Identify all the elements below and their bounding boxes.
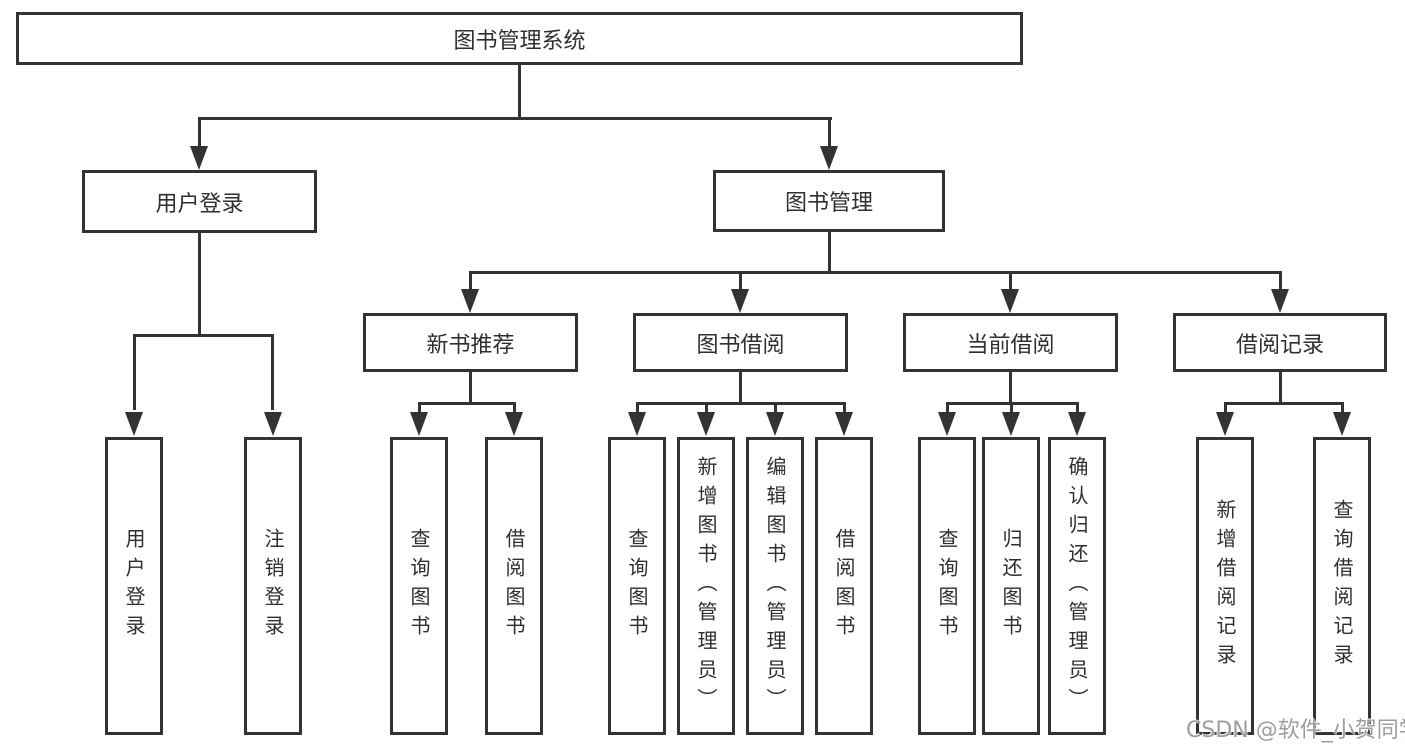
connector-vline (469, 271, 472, 291)
arrow-down-icon (410, 412, 428, 436)
arrow-down-icon (938, 412, 956, 436)
watermark-csdn: CSDN @软件_小贺同学 (1186, 718, 1405, 743)
node-user-login-label: 用户登录 (155, 191, 244, 217)
node-current-borrowing: 当前借阅 (903, 313, 1118, 372)
arrow-down-icon (1271, 289, 1289, 313)
connector-vline (828, 232, 831, 274)
arrow-down-icon (125, 412, 143, 436)
connector-vline (828, 117, 831, 149)
leaf-user-login-label: 用户登录 (122, 528, 146, 644)
connector-hline (1224, 402, 1344, 405)
node-borrow-records: 借阅记录 (1173, 313, 1387, 372)
arrow-down-icon (190, 146, 208, 170)
connector-vline (1010, 402, 1013, 414)
connector-vline (1279, 372, 1282, 405)
connector-vline (705, 402, 708, 414)
node-borrow-records-label: 借阅记录 (1235, 332, 1324, 358)
leaf-newbook-borrow-books: 借阅图书 (485, 437, 543, 735)
leaf-current-query-books: 查询图书 (918, 437, 976, 735)
node-user-login: 用户登录 (82, 170, 317, 233)
arrow-down-icon (1216, 412, 1234, 436)
leaf-borrowing-edit-books-admin: 编辑图书（管理员） (746, 437, 804, 735)
connector-vline (739, 271, 742, 291)
leaf-borrowing-borrow-books: 借阅图书 (815, 437, 873, 735)
arrow-down-icon (731, 289, 749, 313)
leaf-records-add-record-label: 新增借阅记录 (1213, 499, 1237, 673)
connector-vline (774, 402, 777, 414)
leaf-logout-label: 注销登录 (261, 528, 285, 644)
leaf-borrowing-query-books-label: 查询图书 (625, 528, 649, 644)
leaf-current-return-books: 归还图书 (982, 437, 1040, 735)
connector-vline (1009, 372, 1012, 405)
connector-vline (271, 334, 274, 410)
connector-vline (946, 402, 949, 414)
connector-vline (1009, 271, 1012, 291)
connector-hline (469, 271, 1282, 274)
connector-vline (513, 402, 516, 414)
node-library-system-label: 图书管理系统 (453, 28, 586, 54)
connector-vline (1224, 402, 1227, 414)
arrow-down-icon (766, 412, 784, 436)
node-book-management: 图书管理 (713, 170, 945, 232)
node-book-management-label: 图书管理 (784, 191, 873, 216)
arrow-down-icon (461, 289, 479, 313)
leaf-borrowing-add-books-admin-label: 新增图书（管理员） (694, 455, 718, 717)
connector-vline (133, 334, 136, 410)
leaf-current-query-books-label: 查询图书 (935, 528, 959, 644)
connector-vline (1076, 402, 1079, 414)
leaf-current-return-books-label: 归还图书 (999, 528, 1023, 644)
arrow-down-icon (1002, 412, 1020, 436)
connector-vline (1341, 402, 1344, 414)
arrow-down-icon (1001, 289, 1019, 313)
node-book-borrowing-label: 图书借阅 (696, 332, 785, 358)
leaf-newbook-query-books: 查询图书 (390, 437, 448, 735)
leaf-newbook-borrow-books-label: 借阅图书 (502, 528, 526, 644)
connector-hline (418, 402, 515, 405)
arrow-down-icon (1068, 412, 1086, 436)
connector-vline (518, 64, 521, 120)
node-new-book-recommend-label: 新书推荐 (426, 332, 515, 358)
connector-vline (418, 402, 421, 414)
connector-hline (133, 334, 274, 337)
leaf-newbook-query-books-label: 查询图书 (407, 528, 431, 644)
connector-hline (198, 117, 832, 120)
leaf-borrowing-add-books-admin: 新增图书（管理员） (677, 437, 735, 735)
node-new-book-recommend: 新书推荐 (363, 313, 578, 372)
connector-vline (198, 117, 201, 149)
connector-vline (469, 372, 472, 405)
leaf-borrowing-edit-books-admin-label: 编辑图书（管理员） (763, 455, 787, 717)
leaf-records-query-record: 查询借阅记录 (1313, 437, 1371, 735)
arrow-down-icon (264, 412, 282, 436)
arrow-down-icon (1333, 412, 1351, 436)
leaf-records-add-record: 新增借阅记录 (1196, 437, 1254, 735)
arrow-down-icon (835, 412, 853, 436)
connector-vline (843, 402, 846, 414)
leaf-borrowing-borrow-books-label: 借阅图书 (832, 528, 856, 644)
arrow-down-icon (697, 412, 715, 436)
connector-vline (636, 402, 639, 414)
arrow-down-icon (820, 146, 838, 170)
connector-vline (739, 372, 742, 405)
leaf-current-confirm-return-admin-label: 确认归还（管理员） (1065, 455, 1089, 717)
arrow-down-icon (628, 412, 646, 436)
leaf-user-login: 用户登录 (105, 437, 163, 735)
leaf-logout: 注销登录 (244, 437, 302, 735)
leaf-borrowing-query-books: 查询图书 (608, 437, 666, 735)
node-current-borrowing-label: 当前借阅 (966, 332, 1055, 358)
node-book-borrowing: 图书借阅 (633, 313, 848, 372)
connector-hline (636, 402, 846, 405)
connector-vline (1279, 271, 1282, 291)
leaf-records-query-record-label: 查询借阅记录 (1330, 499, 1354, 673)
arrow-down-icon (505, 412, 523, 436)
leaf-current-confirm-return-admin: 确认归还（管理员） (1048, 437, 1106, 735)
node-library-system: 图书管理系统 (16, 12, 1023, 65)
connector-vline (198, 233, 201, 337)
